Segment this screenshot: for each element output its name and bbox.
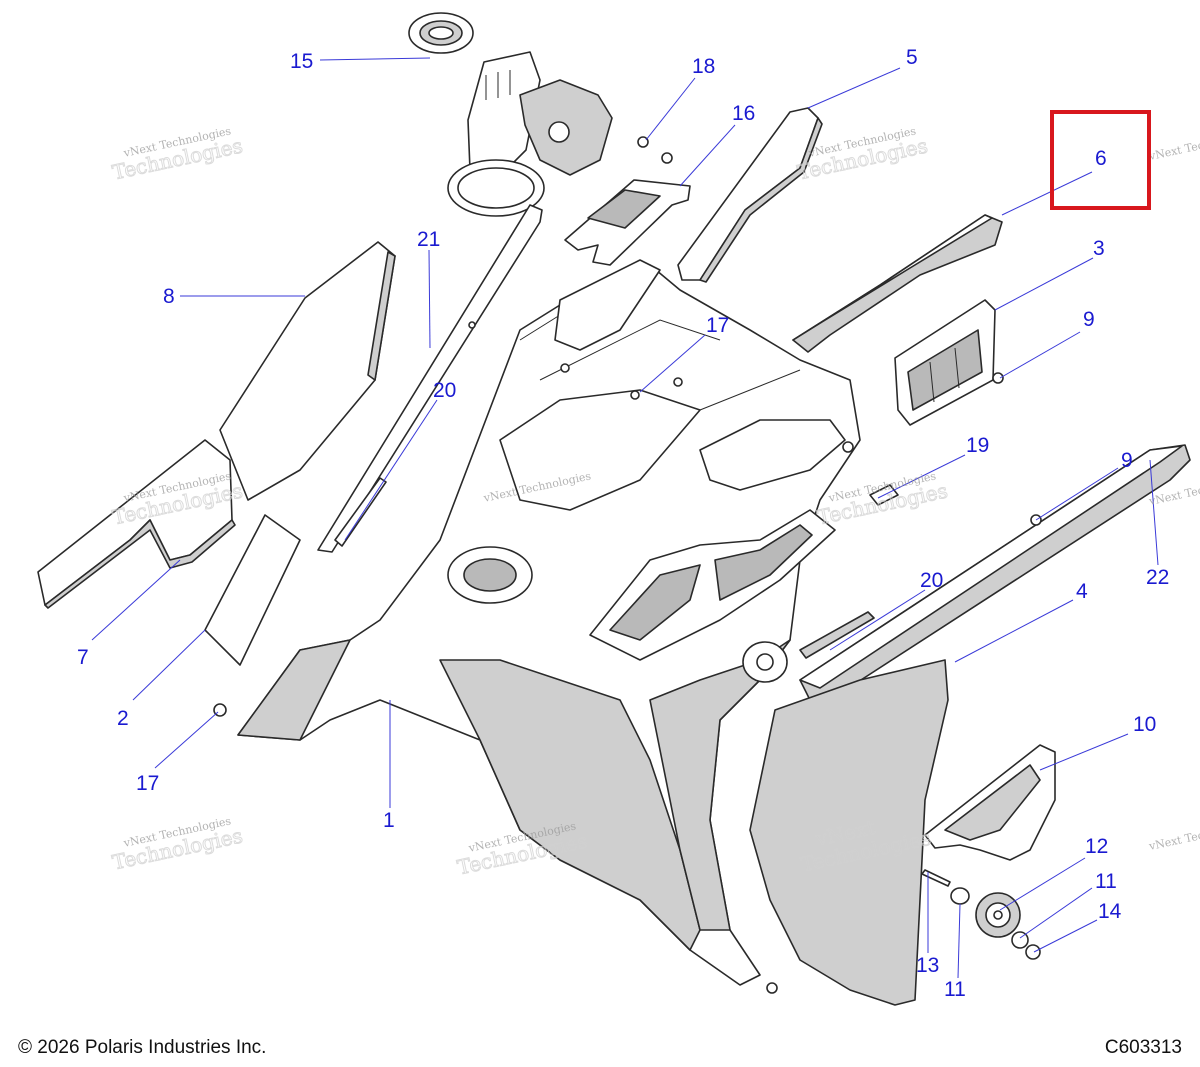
part-1-body	[237, 259, 861, 994]
callout-3[interactable]: 3	[1093, 237, 1105, 260]
callout-16[interactable]: 16	[732, 102, 755, 125]
callout-21[interactable]: 21	[417, 228, 440, 251]
callout-17-upper[interactable]: 17	[706, 314, 729, 337]
part-2-insert	[204, 514, 301, 666]
callout-7[interactable]: 7	[77, 646, 89, 669]
part-14-nut	[1025, 944, 1041, 960]
callout-20-left[interactable]: 20	[433, 379, 456, 402]
part-12-wheel	[975, 892, 1021, 938]
part-21-trim	[317, 204, 543, 553]
callout-8[interactable]: 8	[163, 285, 175, 308]
callout-15[interactable]: 15	[290, 50, 313, 73]
part-7-panel	[37, 439, 236, 609]
part-11-spacer-b	[1011, 931, 1029, 949]
callout-9-upper[interactable]: 9	[1083, 308, 1095, 331]
part-10-bracket	[924, 744, 1056, 861]
part-5-pad	[677, 107, 823, 283]
callout-20-right[interactable]: 20	[920, 569, 943, 592]
callout-9-rail[interactable]: 9	[1121, 449, 1133, 472]
callout-1[interactable]: 1	[383, 809, 395, 832]
callout-6-highlight-box	[1050, 110, 1151, 210]
part-20-rod-left	[334, 477, 387, 547]
part-11-spacer-a	[950, 887, 970, 905]
callouts: 15 18 5 16 6 21 3 8 17 9 20 19 9 22 20 4…	[77, 46, 1169, 1001]
part-18-screws	[637, 136, 673, 164]
part-9-nut-upper	[992, 372, 1004, 384]
callout-17-lower[interactable]: 17	[136, 772, 159, 795]
part-16-mount-plate	[564, 179, 691, 266]
callout-14[interactable]: 14	[1098, 900, 1122, 923]
callout-10[interactable]: 10	[1133, 713, 1156, 736]
part-20-rod-right	[799, 611, 875, 659]
part-22-rail	[799, 444, 1191, 701]
part-upper-bracket	[447, 51, 613, 217]
part-3-vent	[894, 299, 996, 426]
part-8-panel	[219, 241, 396, 501]
callout-5[interactable]: 5	[906, 46, 918, 69]
watermark-text: vNext Technologies	[1147, 817, 1200, 853]
callout-22[interactable]: 22	[1146, 566, 1169, 589]
callout-6[interactable]: 6	[1095, 147, 1107, 170]
part-13-bolt	[921, 869, 951, 887]
callout-4[interactable]: 4	[1076, 580, 1088, 603]
callout-12[interactable]: 12	[1085, 835, 1108, 858]
callout-13[interactable]: 13	[916, 954, 939, 977]
callout-19[interactable]: 19	[966, 434, 989, 457]
part-4-panel	[749, 659, 949, 1006]
leader-lines	[91, 57, 1159, 979]
callout-11-lower[interactable]: 11	[944, 978, 966, 1001]
callout-18[interactable]: 18	[692, 55, 715, 78]
callout-2[interactable]: 2	[117, 707, 129, 730]
part-15-grommet	[408, 12, 474, 54]
callout-11-right[interactable]: 11	[1095, 870, 1117, 893]
part-6-pad	[792, 214, 1003, 353]
copyright-notice: © 2026 Polaris Industries Inc.	[18, 1037, 267, 1058]
watermark-text: vNext Technologies	[1147, 127, 1200, 163]
diagram-code: C603313	[1104, 1037, 1182, 1058]
